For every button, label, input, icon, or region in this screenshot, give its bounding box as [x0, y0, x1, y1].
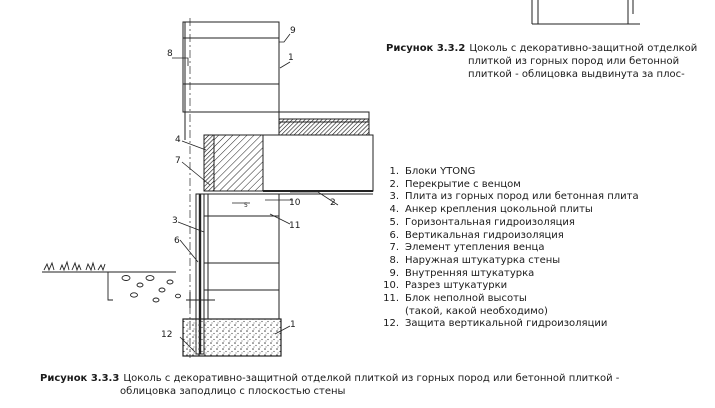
callout-7: 7: [175, 156, 181, 166]
callout-5: 5: [244, 202, 248, 209]
callout-9: 9: [290, 26, 296, 36]
caption-line: плиткой - облицовка выдвинута за плос-: [468, 69, 685, 80]
legend-list: 1.Блоки YTONG 2.Перекрытие с венцом 3.Пл…: [381, 166, 639, 331]
figure-3-3-2-label: Рисунок 3.3.2: [386, 43, 466, 54]
callout-1-top: 1: [288, 53, 294, 63]
callout-11: 11: [289, 221, 300, 231]
callout-2: 2: [330, 198, 336, 208]
rim-edge-hatch: [203, 134, 215, 192]
caption-line: Цоколь с декоративно-защитной отделкой п…: [123, 373, 620, 384]
caption-line: плиткой из горных пород или бетонной: [468, 56, 680, 67]
legend-item: 9.Внутренняя штукатурка: [389, 267, 535, 279]
leader-lines: [172, 33, 339, 353]
legend-item: 10.Разрез штукатурки: [383, 280, 508, 292]
caption-line: облицовка заподлицо с плоскостью стены: [120, 386, 346, 397]
legend-item: 8.Наружная штукатурка стены: [389, 254, 561, 266]
legend-item: 3.Плита из горных пород или бетонная пли…: [389, 191, 639, 203]
legend-item: 6.Вертикальная гидроизоляция: [389, 229, 564, 241]
previous-figure-fragment: [531, 0, 640, 25]
ytong-wall-upper: [182, 21, 280, 140]
rim-insulation: [213, 134, 264, 192]
callout-8: 8: [167, 49, 173, 59]
legend-item: 7.Элемент утепления венца: [389, 242, 545, 254]
legend-item: 2.Перекрытие с венцом: [389, 178, 521, 190]
figure-3-3-3-label: Рисунок 3.3.3: [40, 373, 120, 384]
anchor-detail: [186, 292, 215, 308]
caption-line: Цоколь с декоративно-защитной отделкой: [469, 43, 698, 54]
legend-item: 5.Горизонтальная гидроизоляция: [389, 216, 575, 228]
ytong-wall-lower: [203, 193, 280, 320]
legend-item: 11.Блок неполной высоты (такой, какой не…: [383, 293, 548, 317]
callout-12: 12: [161, 330, 172, 340]
callout-6: 6: [174, 236, 180, 246]
legend-item: 12.Защита вертикальной гидроизоляции: [383, 318, 608, 330]
callout-3: 3: [172, 216, 178, 226]
legend-item: 1.Блоки YTONG: [389, 166, 476, 177]
callout-10: 10: [289, 198, 301, 208]
foundation-concrete: [182, 318, 282, 357]
ground-surface: [42, 260, 181, 303]
callout-4: 4: [175, 135, 181, 145]
callout-1-bottom: 1: [290, 320, 296, 330]
floor-slab: [262, 111, 374, 195]
legend-item: 4.Анкер крепления цокольной плиты: [389, 204, 593, 216]
